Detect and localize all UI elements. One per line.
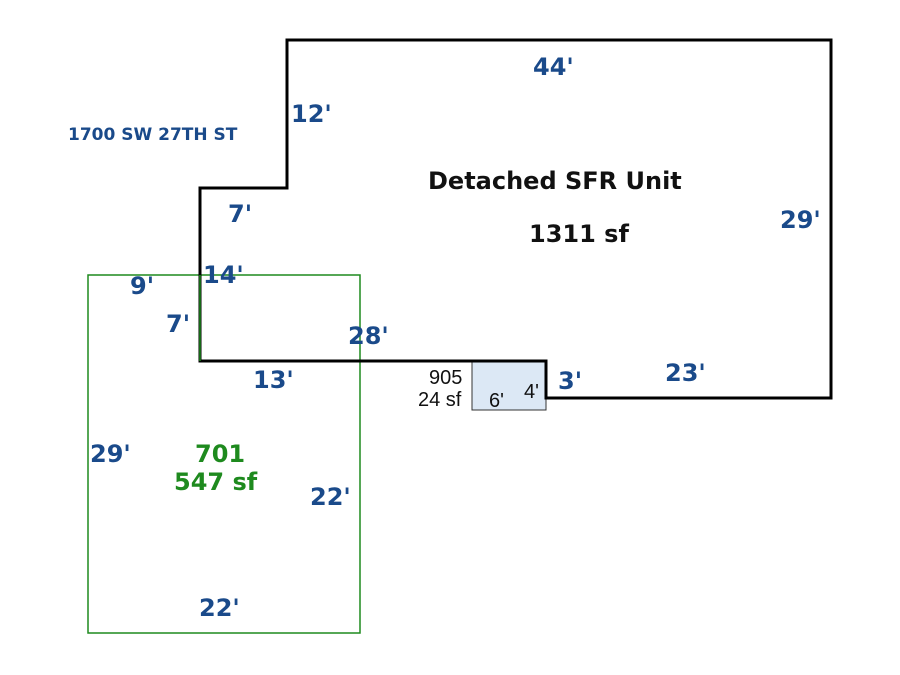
dim-label: 7': [166, 310, 190, 338]
dim-label: 6': [489, 390, 504, 412]
dim-label: 3': [558, 367, 582, 395]
dim-label: 29': [780, 206, 821, 234]
green-area-size: 547 sf: [174, 468, 258, 496]
dim-label: 14': [203, 261, 244, 289]
dim-label: 9': [130, 272, 154, 300]
dim-label: 12': [291, 100, 332, 128]
dim-label: 23': [665, 359, 706, 387]
dim-label: 22': [199, 594, 240, 622]
dim-label: 22': [310, 483, 351, 511]
dim-label: 44': [533, 53, 574, 81]
dim-label: 4': [524, 381, 539, 403]
small-area-size: 24 sf: [418, 389, 462, 411]
main-unit-area: 1311 sf: [529, 220, 629, 248]
dim-label: 13': [253, 366, 294, 394]
address-label: 1700 SW 27TH ST: [68, 125, 238, 145]
green-area-outline: [87, 274, 361, 634]
green-area-code: 701: [195, 440, 245, 468]
dim-label: 7': [228, 200, 252, 228]
main-unit-outline: [198, 38, 833, 400]
main-unit-name: Detached SFR Unit: [428, 167, 682, 195]
dim-label: 29': [90, 440, 131, 468]
dim-label: 28': [348, 322, 389, 350]
small-area-code: 905: [429, 367, 462, 389]
